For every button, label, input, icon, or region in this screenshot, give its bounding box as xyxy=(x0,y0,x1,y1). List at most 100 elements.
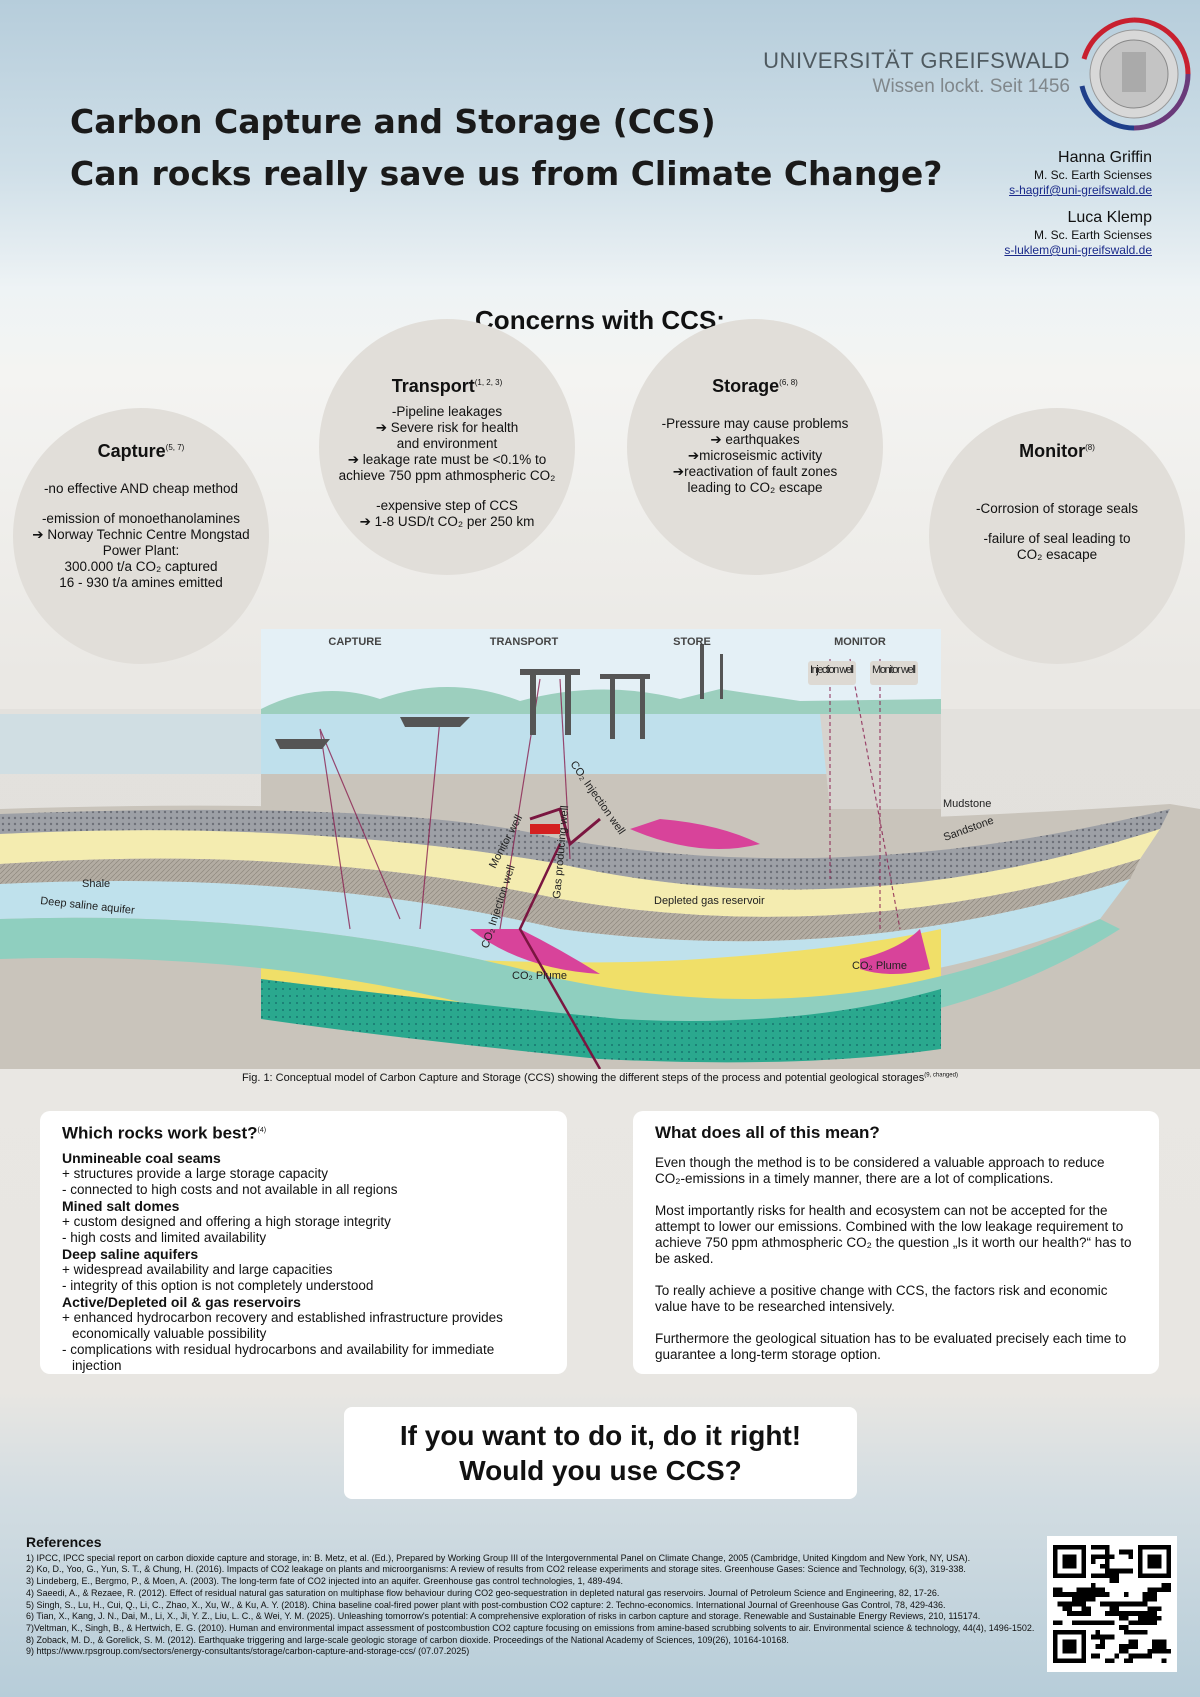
references-heading: References xyxy=(26,1534,102,1550)
stage-capture: CAPTURE xyxy=(328,636,381,648)
bubble-line: ➔ 1-8 USD/t CO₂ per 250 km xyxy=(359,514,535,529)
ref-superscript: (1, 2, 3) xyxy=(474,378,503,387)
call-to-action-box: If you want to do it, do it right! Would… xyxy=(344,1407,857,1499)
figure-caption: Fig. 1: Conceptual model of Carbon Captu… xyxy=(0,1072,1200,1084)
rock-type: Mined salt domes xyxy=(62,1197,180,1214)
fault-line xyxy=(529,807,601,847)
rock-type: Unmineable coal seams xyxy=(62,1149,221,1166)
rock-point: - complications with residual hydrocarbo… xyxy=(62,1341,495,1373)
depleted-reservoir xyxy=(630,819,760,849)
bubble-line: ➔reactivation of fault zones xyxy=(672,464,838,479)
bubble-title: Monitor xyxy=(1019,441,1086,461)
rock-type: Active/Depleted oil & gas reservoirs xyxy=(62,1293,301,1310)
ref-superscript: (8) xyxy=(1085,443,1095,452)
reference-item[interactable]: 9) https://www.rpsgroup.com/sectors/ener… xyxy=(26,1646,470,1657)
reference-item: 8) Zoback, M. D., & Gorelick, S. M. (201… xyxy=(26,1634,789,1645)
reference-item: 7)Veltman, K., Singh, B., & Hertwich, E.… xyxy=(26,1622,1035,1633)
label-co2-plume-2: CO₂ Plume xyxy=(852,960,907,972)
rock-point: - high costs and limited availability xyxy=(62,1229,267,1245)
reference-item: 2) Ko, D., Yoo, G., Yun, S. T., & Chung,… xyxy=(26,1564,966,1575)
stage-store: STORE xyxy=(673,636,711,648)
bubble-line: -failure of seal leading to xyxy=(983,531,1131,546)
bubble-line: -Pipeline leakages xyxy=(391,404,503,419)
sandstone-layer xyxy=(0,829,1160,917)
bubble-line: ➔ earthquakes xyxy=(710,432,800,447)
bubble-line: -emission of monoethanolamines xyxy=(41,511,241,526)
author-degree: M. Sc. Earth Scienses xyxy=(1033,228,1152,242)
qr-code-icon[interactable] xyxy=(1047,1536,1177,1672)
title-line-2: Can rocks really save us from Climate Ch… xyxy=(70,154,943,193)
ref-superscript: (5, 7) xyxy=(165,443,185,452)
meaning-paragraph: To really achieve a positive change with… xyxy=(655,1283,1108,1314)
bubble-line: ➔ leakage rate must be <0.1% to xyxy=(347,452,547,467)
author-name: Hanna Griffin xyxy=(1058,149,1152,166)
hills xyxy=(261,686,941,714)
co2-plume-right xyxy=(860,929,930,974)
rocks-box: Which rocks work best?(4) Unmineable coa… xyxy=(40,1111,567,1374)
bubble-title: Transport xyxy=(391,376,475,396)
label-injection-well: Injection well xyxy=(810,664,854,676)
bubble-line: ➔ Norway Technic Centre Mongstad xyxy=(32,527,250,542)
label-monitor-well-top: Monitor well xyxy=(872,664,916,676)
reference-item: 4) Saeedi, A., & Rezaee, R. (2012). Effe… xyxy=(26,1587,940,1598)
title-line-1: Carbon Capture and Storage (CCS) xyxy=(70,102,716,141)
caption-ref: (9, changed) xyxy=(924,1072,958,1079)
bubble-line: -Corrosion of storage seals xyxy=(975,501,1139,516)
university-name: UNIVERSITÄT GREIFSWALD xyxy=(763,48,1070,73)
aquifer-green xyxy=(261,979,941,1063)
label-co2-plume-1: CO₂ Plume xyxy=(512,970,567,982)
bubble-line: ➔ Severe risk for health xyxy=(375,420,519,435)
storage-bubble: Storage(6, 8) -Pressure may cause proble… xyxy=(627,319,883,575)
rock-type: Deep saline aquifers xyxy=(62,1245,199,1262)
ccs-diagram: CAPTURE TRANSPORT STORE MONITOR Injectio… xyxy=(0,629,1200,1069)
label-mudstone: Mudstone xyxy=(943,798,991,810)
reference-item: 5) Singh, S., Lu, H., Cui, Q., Li, C., Z… xyxy=(26,1599,946,1610)
bubble-line: leading to CO₂ escape xyxy=(687,480,823,495)
meaning-paragraph: Furthermore the geological situation has… xyxy=(655,1331,1127,1362)
co2-plume-left xyxy=(470,929,600,974)
rocks-title: Which rocks work best? xyxy=(62,1123,258,1143)
rock-point: + structures provide a large storage cap… xyxy=(62,1165,329,1181)
author-email-link[interactable]: s-hagrif@uni-greifswald.de xyxy=(1009,183,1152,197)
rock-point: + custom designed and offering a high st… xyxy=(62,1213,391,1229)
authors: Hanna Griffin M. Sc. Earth Scienses s-ha… xyxy=(1004,148,1152,258)
author-email-link[interactable]: s-luklem@uni-greifswald.de xyxy=(1004,243,1152,257)
university-logo-text: UNIVERSITÄT GREIFSWALD Wissen lockt. Sei… xyxy=(763,48,1070,98)
reference-item: 6) Tian, X., Kang, J. N., Dai, M., Li, X… xyxy=(26,1611,981,1622)
caption-text: Fig. 1: Conceptual model of Carbon Captu… xyxy=(242,1072,925,1084)
bubble-line: 300.000 t/a CO₂ captured xyxy=(64,559,218,574)
bubble-title: Storage xyxy=(712,376,780,396)
stage-monitor: MONITOR xyxy=(834,636,886,648)
meaning-box: What does all of this mean? Even though … xyxy=(633,1111,1159,1374)
meaning-title: What does all of this mean? xyxy=(655,1123,880,1142)
label-shale: Shale xyxy=(82,878,110,890)
bubble-line: achieve 750 ppm athmospheric CO₂ xyxy=(338,468,556,483)
concerns-heading: Concerns with CCS: xyxy=(475,305,725,335)
author-name: Luca Klemp xyxy=(1067,209,1153,226)
transport-bubble: Transport(1, 2, 3) -Pipeline leakages ➔ … xyxy=(319,319,575,575)
reference-item: 1) IPCC, IPCC special report on carbon d… xyxy=(26,1552,971,1563)
university-seal-icon xyxy=(1079,17,1191,131)
references: References 1) IPCC, IPCC special report … xyxy=(26,1534,1035,1658)
author-degree: M. Sc. Earth Scienses xyxy=(1033,168,1152,182)
bubble-line: Power Plant: xyxy=(102,543,180,558)
capture-bubble: Capture(5, 7) -no effective AND cheap me… xyxy=(13,408,269,664)
reference-item: 3) Lindeberg, E., Bergmo, P., & Moen, A.… xyxy=(26,1576,624,1587)
bubble-line: -Pressure may cause problems xyxy=(661,416,849,431)
mudstone-layer xyxy=(0,809,1170,890)
rock-point: + widespread availability and large capa… xyxy=(62,1261,333,1277)
bubble-title: Capture xyxy=(97,441,166,461)
bubble-line: and environment xyxy=(396,436,498,451)
bubble-line: CO₂ esacape xyxy=(1016,547,1098,562)
ref-superscript: (6, 8) xyxy=(779,378,798,387)
rock-point: - connected to high costs and not availa… xyxy=(62,1181,398,1197)
bubble-line: ➔microseismic activity xyxy=(687,448,823,463)
poster-title: Carbon Capture and Storage (CCS) Can roc… xyxy=(70,96,942,200)
rock-point: + enhanced hydrocarbon recovery and esta… xyxy=(62,1309,503,1341)
rock-point: - integrity of this option is not comple… xyxy=(62,1277,374,1293)
bubble-line: 16 - 930 t/a amines emitted xyxy=(59,575,223,590)
cta-line-2: Would you use CCS? xyxy=(459,1455,742,1486)
university-slogan: Wissen lockt. Seit 1456 xyxy=(872,76,1070,97)
meaning-paragraph: Even though the method is to be consider… xyxy=(655,1155,1105,1186)
bubble-line: -expensive step of CCS xyxy=(376,498,518,513)
